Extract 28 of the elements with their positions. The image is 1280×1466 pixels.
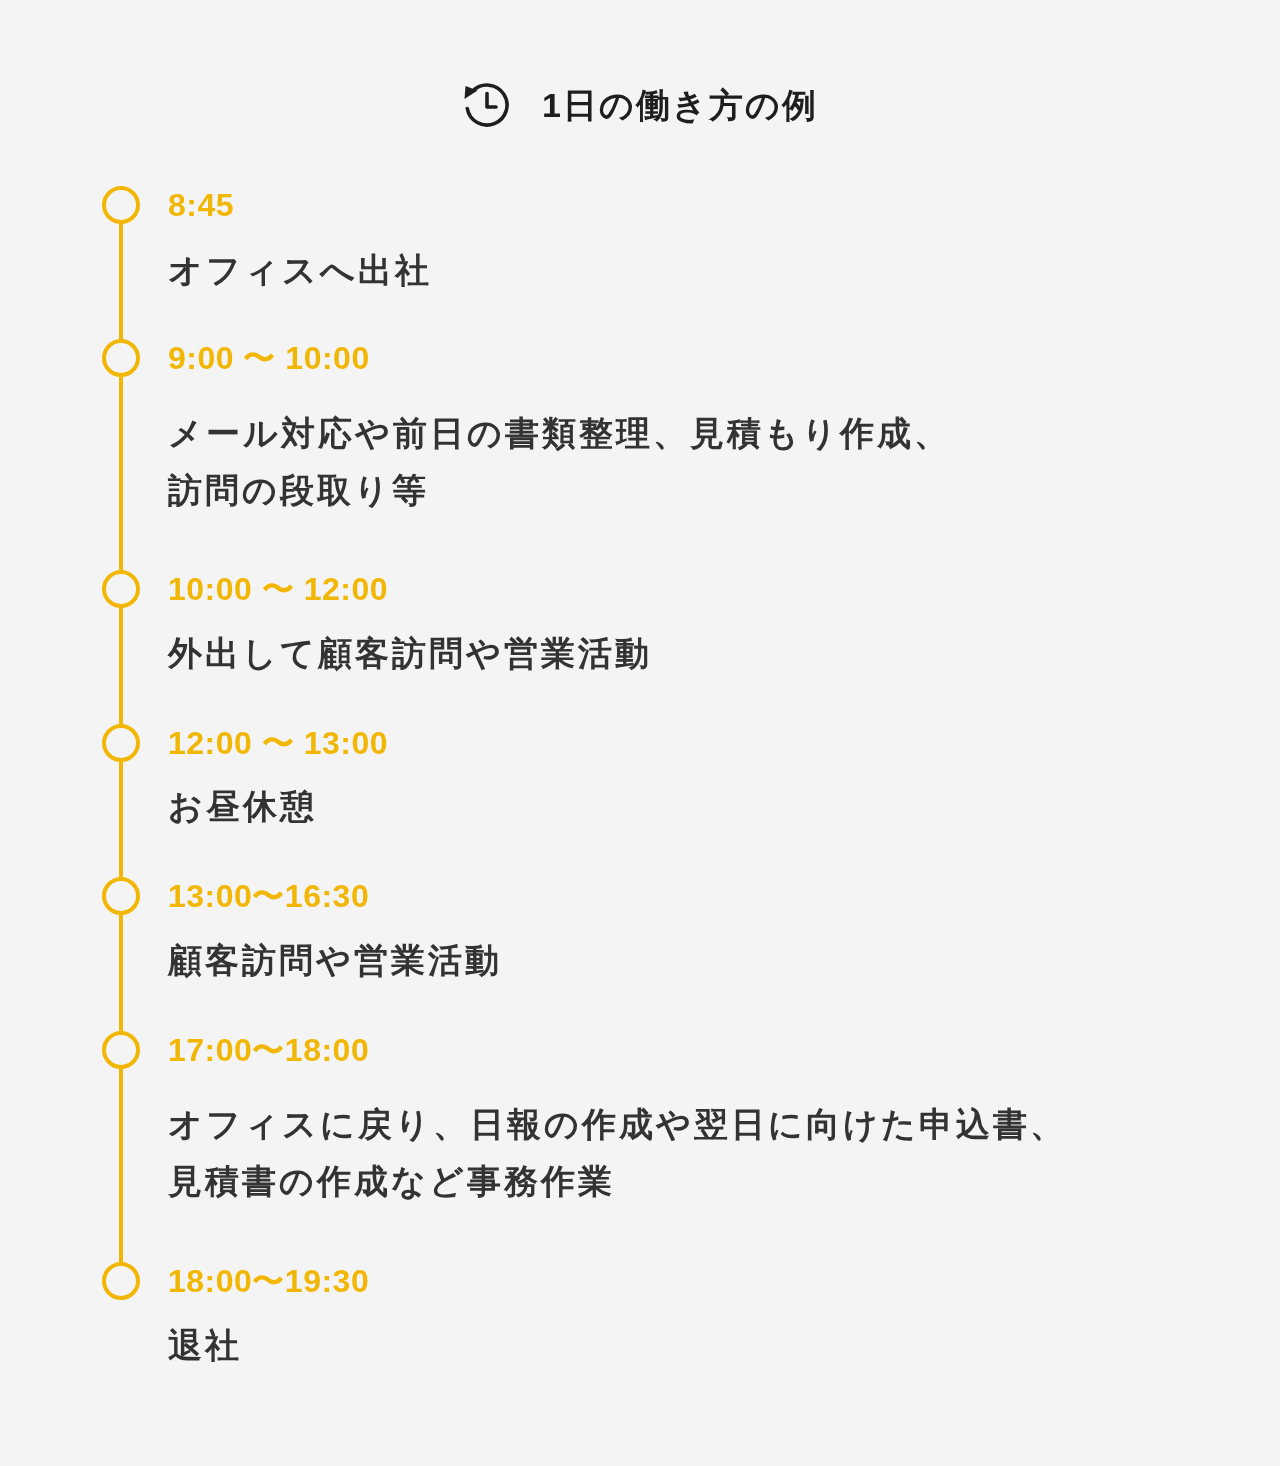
timeline-circle [102,186,140,224]
time-label: 18:00〜19:30 [168,1262,370,1301]
timeline-line [119,377,123,570]
time-label: 17:00〜18:00 [168,1031,370,1070]
time-label: 10:00 〜 12:00 [168,570,388,609]
time-label: 13:00〜16:30 [168,877,370,916]
activity-text: 顧客訪問や営業活動 [168,939,502,981]
timeline-line [119,915,123,1031]
time-label: 9:00 〜 10:00 [168,339,370,378]
activity-text: メール対応や前日の書類整理、見積もり作成、訪問の段取り等 [168,412,952,511]
activity-text: オフィスへ出社 [168,249,432,291]
timeline-circle [102,1031,140,1069]
time-label: 12:00 〜 13:00 [168,724,388,763]
activity-text: お昼休憩 [168,785,317,827]
timeline-line [119,762,123,877]
timeline-line [119,608,123,724]
activity-text: 退社 [168,1324,242,1366]
timeline-circle [102,877,140,915]
timeline-circle [102,339,140,377]
timeline-line [119,1069,123,1262]
activity-text: オフィスに戻り、日報の作成や翌日に向けた申込書、見積書の作成など事務作業 [168,1103,1068,1202]
diagram-title: 1日の働き方の例 [542,85,818,126]
activity-text: 外出して顧客訪問や営業活動 [168,632,652,674]
timeline-line [119,224,123,339]
time-label: 8:45 [168,186,235,225]
timeline-circle [102,1262,140,1300]
timeline-circle [102,570,140,608]
timeline-circle [102,724,140,762]
